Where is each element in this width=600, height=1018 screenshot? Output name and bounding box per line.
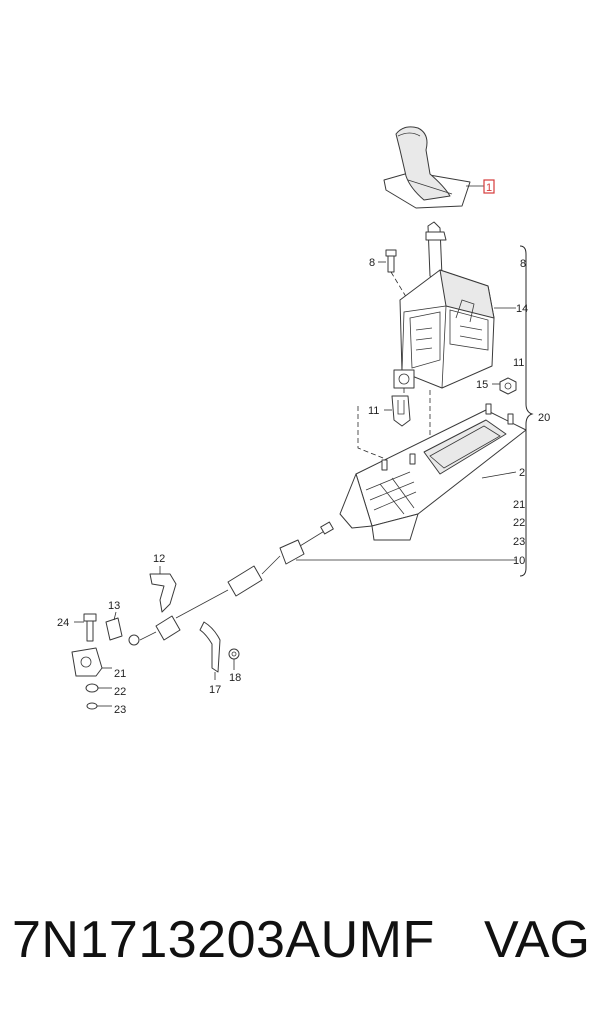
brand-label: VAG [484,911,590,969]
selector-cable [128,521,516,646]
clip-11 [357,388,431,470]
bracket-12 [149,566,177,613]
nut-15 [492,377,517,395]
mount-21 [71,647,112,677]
washer-23 [86,702,112,710]
callout-20: 20 [538,412,550,424]
nut-18 [228,648,240,670]
part-number: 7N1713203AUMF [12,911,435,969]
callout-22-left: 22 [114,686,126,698]
clip-13 [105,611,123,641]
callout-8-right: 8 [520,258,526,270]
callout-23-right: 23 [513,536,525,548]
callout-23-left: 23 [114,704,126,716]
callout-8-left: 8 [369,257,375,269]
callout-1: 1 [486,182,492,194]
callout-11-right: 11 [513,357,524,369]
callout-18: 18 [229,672,241,684]
gear-knob-boot-part [383,126,495,209]
callout-21-left: 21 [114,668,126,680]
callout-2: 2 [519,467,525,479]
base-plate [339,403,527,541]
callout-12: 12 [153,553,165,565]
bushing-22 [85,683,112,693]
callout-11-left: 11 [368,405,379,417]
part-number-bar: 7N1713203AUMF VAG [0,900,600,980]
group-bracket-20 [519,245,534,577]
callout-24: 24 [57,617,69,629]
callout-21-right: 21 [513,499,525,511]
callout-10: 10 [513,555,525,567]
bolt-8 [378,249,409,301]
callout-17: 17 [209,684,221,696]
gear-shift-housing [393,269,516,389]
clip-17 [199,621,221,680]
bolt-24 [74,613,97,642]
callout-13: 13 [108,600,120,612]
shift-lever-rod [425,221,447,281]
callout-14: 14 [516,303,528,315]
callout-22-right: 22 [513,517,525,529]
callout-15: 15 [476,379,488,391]
